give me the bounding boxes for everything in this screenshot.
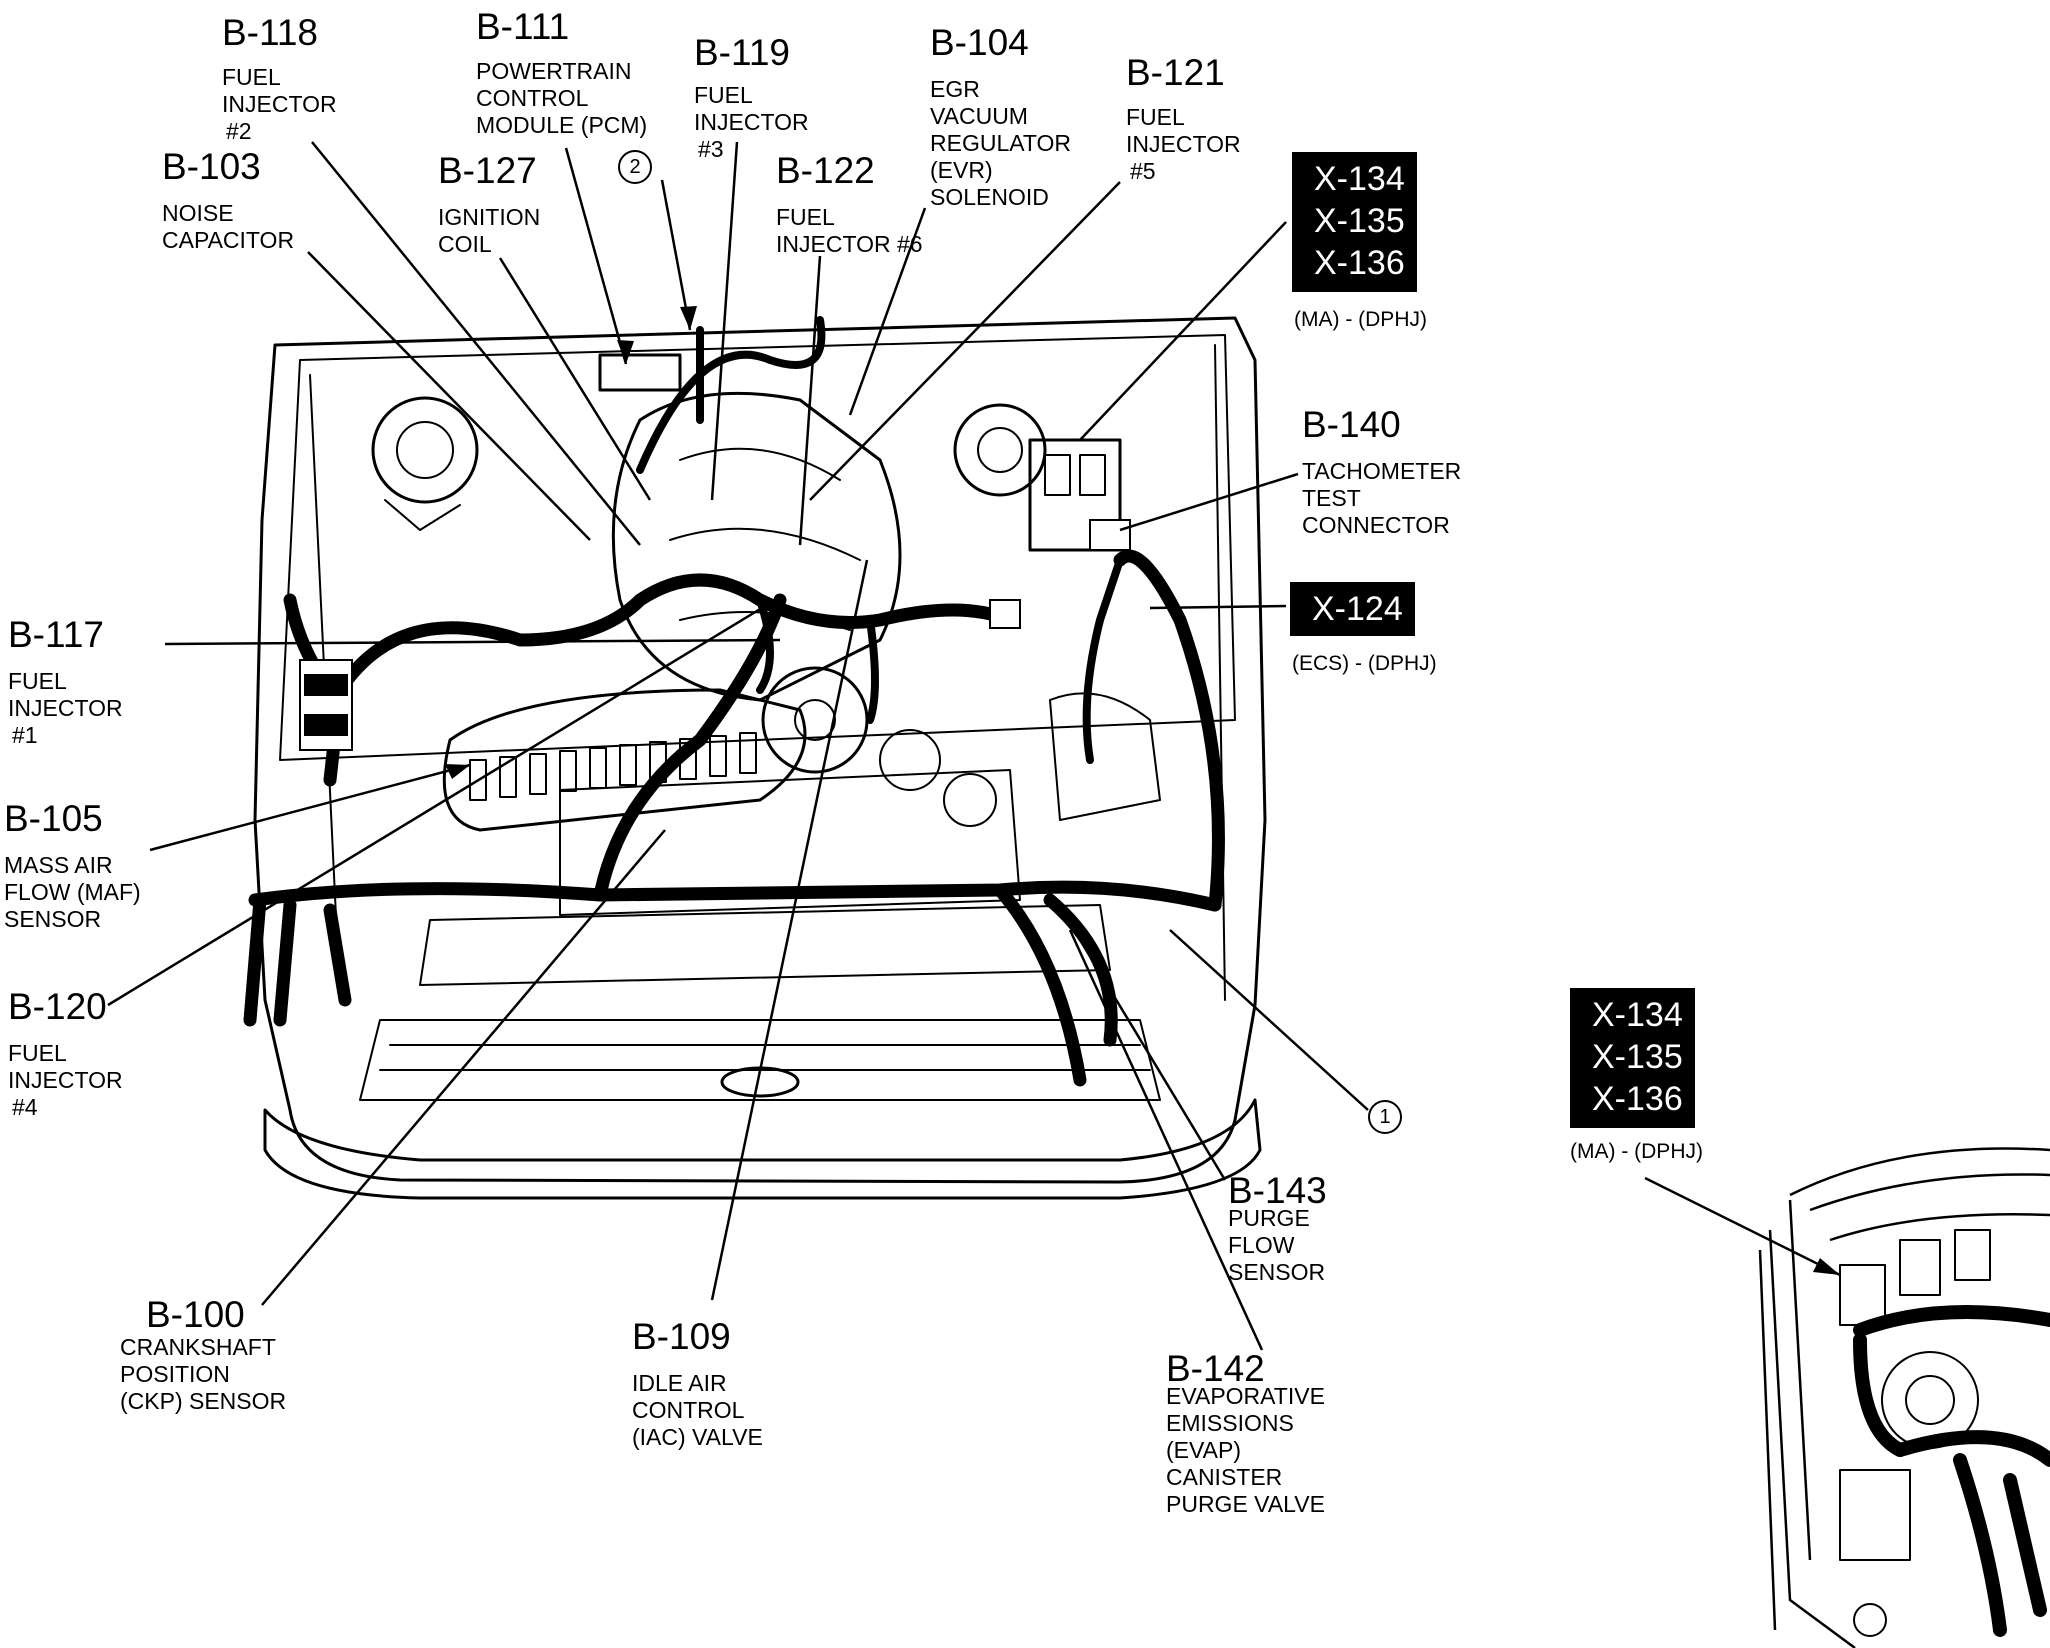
callout-b100: B-100 CRANKSHAFT POSITION (CKP) SENSOR bbox=[120, 1294, 287, 1414]
wiring-harness-main bbox=[248, 880, 1222, 912]
callout-b103: B-103 NOISE CAPACITOR bbox=[162, 146, 295, 253]
leader-b100 bbox=[261, 829, 666, 1306]
callout-b122: B-122 FUEL INJECTOR #6 bbox=[776, 150, 923, 257]
callout-b105: B-105 MASS AIR FLOW (MAF) SENSOR bbox=[4, 798, 141, 932]
master-cylinder bbox=[953, 403, 1047, 497]
leader-b122 bbox=[798, 255, 822, 546]
callout-b119: B-119 FUEL INJECTOR #3 bbox=[694, 32, 809, 162]
callout-b142: B-142 EVAPORATIVE EMISSIONS (EVAP) CANIS… bbox=[1166, 1348, 1325, 1517]
bumper bbox=[263, 1098, 1262, 1200]
leader-b105 bbox=[149, 763, 471, 852]
leader-m2 bbox=[660, 179, 692, 331]
callout-code: B-118 bbox=[222, 12, 318, 53]
connector-caption-top: (MA) - (DPHJ) bbox=[1294, 308, 1427, 331]
leader-x134-bottom bbox=[1644, 1176, 1841, 1277]
callout-b109: B-109 IDLE AIR CONTROL (IAC) VALVE bbox=[632, 1316, 763, 1450]
leader-x134-top bbox=[1079, 221, 1287, 441]
callout-b120: B-120 FUEL INJECTOR #4 bbox=[8, 986, 123, 1120]
callout-b118: B-118 FUEL INJECTOR #2 bbox=[222, 12, 337, 144]
alternator bbox=[761, 666, 869, 774]
leader-b111 bbox=[564, 147, 628, 365]
callout-b111: B-111 POWERTRAIN CONTROL MODULE (PCM) bbox=[476, 6, 648, 138]
engine-block bbox=[611, 391, 902, 702]
reference-marker-1: 1 bbox=[1368, 1100, 1402, 1134]
leader-m1 bbox=[1169, 929, 1369, 1111]
leader-b142 bbox=[1068, 929, 1264, 1351]
callout-b143: B-143 PURGE FLOW SENSOR bbox=[1228, 1170, 1327, 1285]
leader-b104 bbox=[848, 207, 927, 416]
leader-b117 bbox=[164, 638, 781, 646]
connector-box-x134-x136-inset: X-134 X-135 X-136 bbox=[1570, 988, 1695, 1128]
callout-b121: B-121 FUEL INJECTOR #5 bbox=[1126, 52, 1241, 184]
leader-b143 bbox=[1063, 914, 1227, 1181]
brake-booster bbox=[371, 396, 479, 504]
relay-block bbox=[1028, 438, 1122, 552]
fender-outline bbox=[253, 316, 1267, 1184]
reference-marker-2: 2 bbox=[618, 150, 652, 184]
leader-x124 bbox=[1149, 604, 1287, 610]
leader-b109 bbox=[710, 559, 869, 1301]
callout-b104: B-104 EGR VACUUM REGULATOR (EVR) SOLENOI… bbox=[930, 22, 1072, 210]
leader-b120 bbox=[107, 598, 776, 1007]
callout-b140: B-140 TACHOMETER TEST CONNECTOR bbox=[1302, 404, 1462, 538]
callout-b127: B-127 IGNITION COIL bbox=[438, 150, 541, 257]
air-intake-duct bbox=[442, 688, 807, 832]
pcm-module bbox=[598, 353, 682, 392]
callout-b117: B-117 FUEL INJECTOR #1 bbox=[8, 614, 123, 748]
radiator bbox=[559, 769, 1021, 916]
connector-box-x124: X-124 bbox=[1290, 582, 1415, 636]
inset-view bbox=[1758, 1147, 2050, 1648]
leader-b119 bbox=[710, 141, 739, 501]
leader-b118 bbox=[311, 141, 641, 546]
connector-caption-inset: (MA) - (DPHJ) bbox=[1570, 1140, 1703, 1163]
leader-b103 bbox=[307, 251, 591, 541]
leader-b121 bbox=[809, 181, 1121, 501]
connector-box-x134-x136-top: X-134 X-135 X-136 bbox=[1292, 152, 1417, 292]
connector-caption-x124: (ECS) - (DPHJ) bbox=[1292, 652, 1437, 675]
leader-b140 bbox=[1119, 472, 1299, 532]
leader-b127 bbox=[498, 257, 652, 501]
